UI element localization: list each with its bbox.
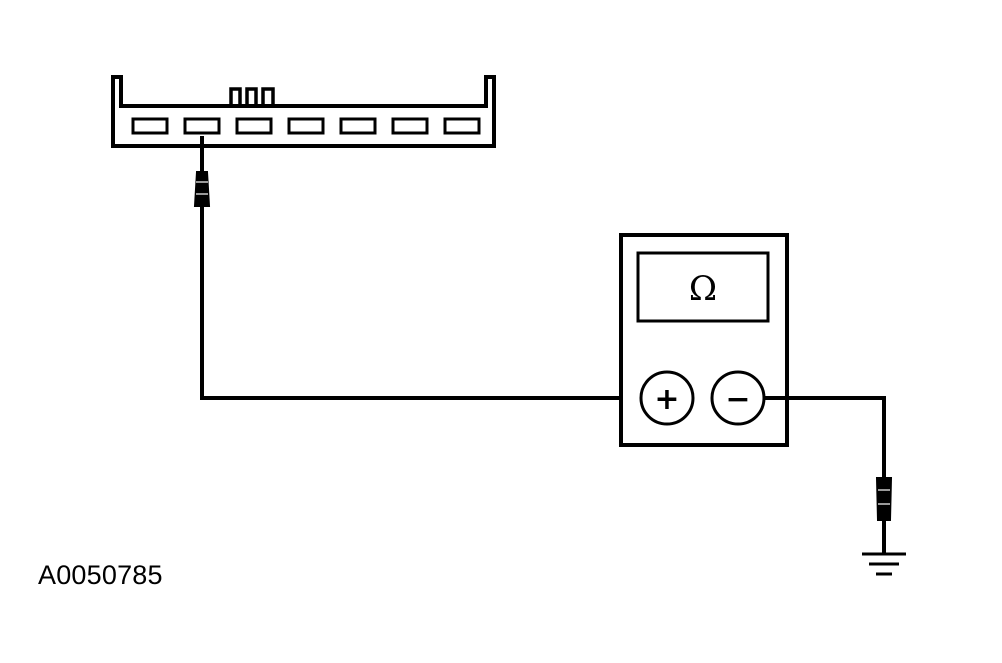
probe-tip bbox=[193, 171, 211, 207]
connector-pin-slot bbox=[183, 117, 221, 135]
ground-icon bbox=[862, 552, 906, 576]
connector-pins bbox=[131, 117, 481, 135]
positive-wire bbox=[200, 206, 641, 400]
multimeter-display bbox=[636, 251, 770, 323]
figure-id-label: A0050785 bbox=[38, 560, 163, 590]
ohm-symbol: Ω bbox=[689, 269, 717, 309]
positive-lead bbox=[193, 136, 641, 400]
connector-pin-slot bbox=[339, 117, 377, 135]
multimeter: Ω + − bbox=[619, 233, 789, 447]
plus-icon: + bbox=[654, 382, 679, 417]
connector-pin-slot bbox=[235, 117, 273, 135]
negative-wire bbox=[764, 396, 886, 478]
connector-pin-slot bbox=[391, 117, 429, 135]
negative-terminal: − bbox=[710, 370, 766, 426]
connector-pin-slot bbox=[287, 117, 325, 135]
ground-probe-tip bbox=[875, 477, 893, 521]
minus-icon: − bbox=[725, 382, 750, 417]
positive-terminal: + bbox=[639, 370, 695, 426]
negative-lead bbox=[764, 396, 893, 553]
connector-pin-slot bbox=[443, 117, 481, 135]
connector bbox=[111, 75, 496, 148]
connector-pin-slot bbox=[131, 117, 169, 135]
connector-latch bbox=[229, 87, 275, 106]
connector-housing bbox=[111, 75, 496, 148]
